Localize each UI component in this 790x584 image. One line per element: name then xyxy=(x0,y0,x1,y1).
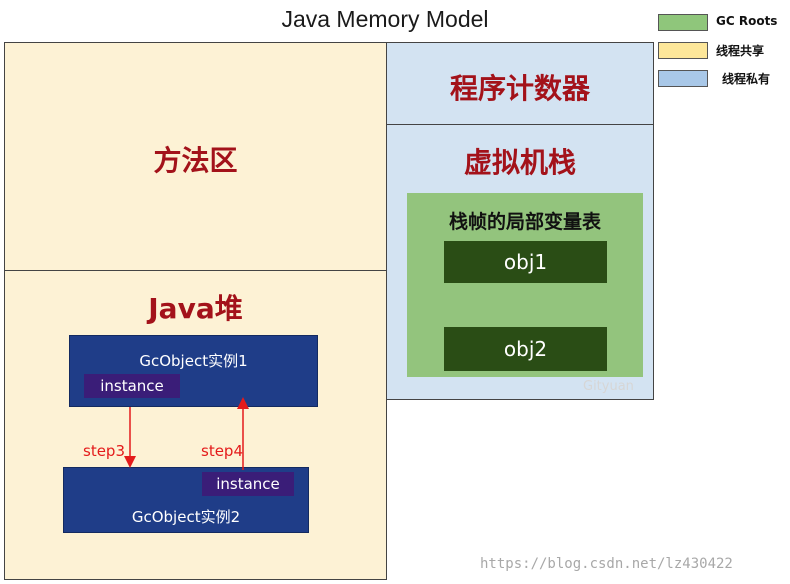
pc-register-region: 程序计数器 xyxy=(386,42,654,126)
vm-stack-label: 虚拟机栈 xyxy=(463,146,576,179)
local-variable-obj1: obj1 xyxy=(444,241,607,283)
heap-object-1-instance-field: instance xyxy=(84,374,180,398)
step3-label: step3 xyxy=(83,442,125,460)
java-heap-region: Java堆 GcObject实例1 instance instance GcOb… xyxy=(4,270,387,580)
legend-item-gc-roots: GC Roots xyxy=(658,14,788,34)
stack-frame-local-variables: 栈帧的局部变量表 obj1 obj2 xyxy=(407,193,643,377)
local-variable-obj2: obj2 xyxy=(444,327,607,371)
method-area-label: 方法区 xyxy=(153,144,238,177)
legend-label: 线程私有 xyxy=(722,72,771,86)
heap-object-2: instance GcObject实例2 xyxy=(63,467,309,533)
pc-register-label: 程序计数器 xyxy=(449,72,590,105)
legend-swatch-shared xyxy=(658,42,708,59)
vm-stack-region: 虚拟机栈 栈帧的局部变量表 obj1 obj2 Gityuan xyxy=(386,124,654,400)
heap-object-1-label: GcObject实例1 xyxy=(139,352,248,370)
method-area-region: 方法区 xyxy=(4,42,387,272)
step4-label: step4 xyxy=(201,442,243,460)
java-heap-label: Java堆 xyxy=(148,292,243,325)
heap-object-1: GcObject实例1 instance xyxy=(69,335,318,407)
legend-label: 线程共享 xyxy=(716,44,765,58)
legend-item-private: 线程私有 xyxy=(658,70,788,90)
gityuan-watermark: Gityuan xyxy=(583,379,634,394)
legend-label: GC Roots xyxy=(716,14,778,28)
legend-swatch-gc-roots xyxy=(658,14,708,31)
diagram-title: Java Memory Model xyxy=(281,6,489,32)
heap-object-2-instance-field: instance xyxy=(202,472,294,496)
source-url-watermark: https://blog.csdn.net/lz430422 xyxy=(480,556,733,572)
legend-item-shared: 线程共享 xyxy=(658,42,788,62)
stack-frame-label: 栈帧的局部变量表 xyxy=(448,211,601,233)
legend-swatch-private xyxy=(658,70,708,87)
heap-object-2-label: GcObject实例2 xyxy=(131,508,241,526)
